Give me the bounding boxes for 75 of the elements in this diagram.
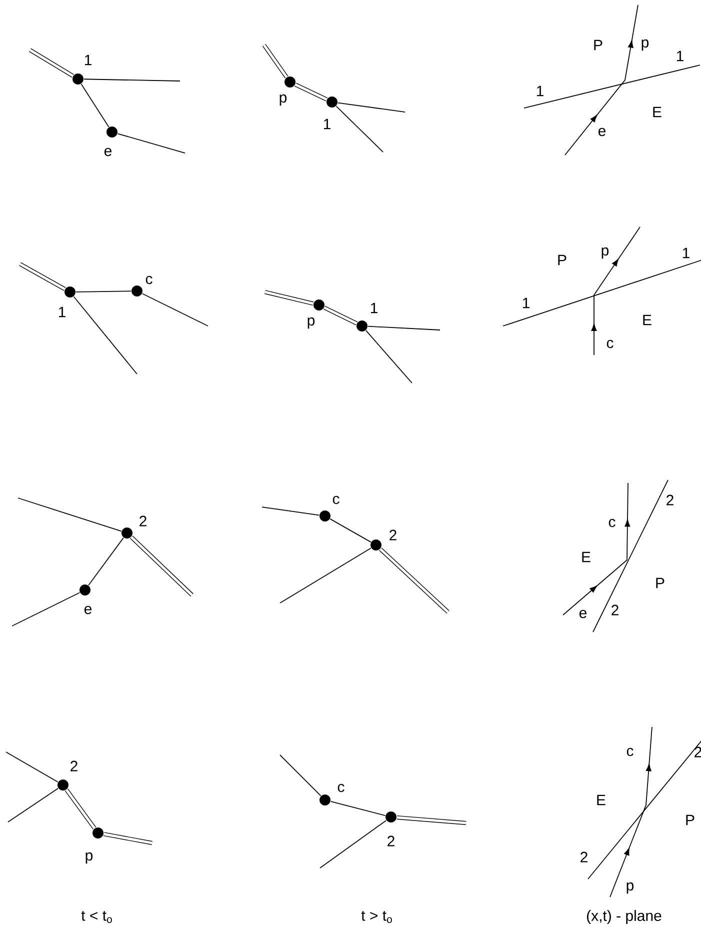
double-line bbox=[64, 788, 96, 830]
region-label: 2 bbox=[694, 746, 701, 758]
point-label: 2 bbox=[388, 836, 394, 846]
point-label: p bbox=[280, 94, 287, 106]
point-label: 1 bbox=[324, 118, 330, 130]
point-label: 2 bbox=[70, 760, 78, 772]
axis-caption: t > t$_{o}$ bbox=[361, 911, 392, 923]
line bbox=[73, 296, 138, 374]
line bbox=[117, 133, 186, 154]
line bbox=[262, 506, 320, 516]
point-label: 2 bbox=[140, 516, 146, 526]
region-label: P bbox=[686, 814, 694, 826]
region-label: 1 bbox=[676, 50, 684, 62]
region-label: p bbox=[602, 247, 609, 259]
line bbox=[320, 820, 387, 868]
double-line bbox=[264, 290, 314, 306]
line bbox=[280, 548, 372, 604]
region-label: c bbox=[626, 748, 634, 756]
region-label: p bbox=[626, 882, 634, 894]
point-label: p bbox=[308, 317, 315, 329]
line bbox=[330, 518, 372, 543]
line bbox=[330, 801, 386, 816]
region-label: 2 bbox=[580, 852, 588, 862]
line bbox=[337, 102, 406, 112]
region-label: 2 bbox=[666, 494, 674, 506]
point-label: p bbox=[86, 852, 93, 864]
region-label: E bbox=[582, 552, 590, 562]
line bbox=[88, 537, 124, 586]
region-label: P bbox=[656, 578, 664, 588]
line bbox=[76, 290, 132, 292]
axis-caption: t < t$_{o}$ bbox=[81, 911, 112, 923]
region-label: c bbox=[608, 518, 616, 528]
double-line bbox=[294, 82, 328, 102]
region-label: E bbox=[653, 106, 662, 118]
region-label: p bbox=[642, 39, 649, 51]
line bbox=[84, 78, 180, 82]
region-label: P bbox=[594, 40, 602, 50]
point-label: 1 bbox=[84, 54, 92, 66]
point-label: e bbox=[84, 606, 92, 614]
line bbox=[142, 293, 208, 326]
double-line bbox=[323, 306, 358, 326]
point-label: e bbox=[104, 148, 112, 156]
double-line bbox=[379, 548, 450, 614]
region-label: 1 bbox=[522, 298, 530, 308]
region-label: P bbox=[558, 254, 566, 266]
region-label: 1 bbox=[536, 86, 544, 96]
point-label: c bbox=[146, 276, 152, 284]
point-label: c bbox=[332, 496, 340, 504]
double-line bbox=[130, 536, 194, 596]
point-label: 1 bbox=[58, 306, 66, 318]
line bbox=[6, 752, 58, 782]
point-label: 2 bbox=[390, 530, 396, 540]
line bbox=[8, 788, 59, 822]
line bbox=[336, 106, 384, 152]
line bbox=[12, 592, 80, 626]
line bbox=[367, 326, 440, 330]
region-label: 1 bbox=[682, 248, 690, 258]
double-line bbox=[103, 832, 152, 845]
double-line bbox=[28, 48, 74, 78]
region-label: E bbox=[597, 794, 606, 806]
line bbox=[80, 84, 110, 128]
line bbox=[365, 330, 412, 384]
region-label: c bbox=[606, 340, 614, 348]
region-label: e bbox=[579, 610, 586, 618]
point-label: 1 bbox=[370, 302, 378, 314]
region-label: e bbox=[598, 128, 606, 136]
line bbox=[18, 498, 122, 532]
double-line bbox=[19, 262, 66, 291]
double-line bbox=[262, 44, 288, 78]
axis-caption: (x,t) - plane bbox=[587, 910, 662, 924]
double-line bbox=[396, 815, 466, 825]
region-label: E bbox=[643, 314, 652, 326]
point-label: c bbox=[338, 784, 344, 792]
region-label: 2 bbox=[612, 604, 618, 616]
line bbox=[280, 754, 322, 796]
